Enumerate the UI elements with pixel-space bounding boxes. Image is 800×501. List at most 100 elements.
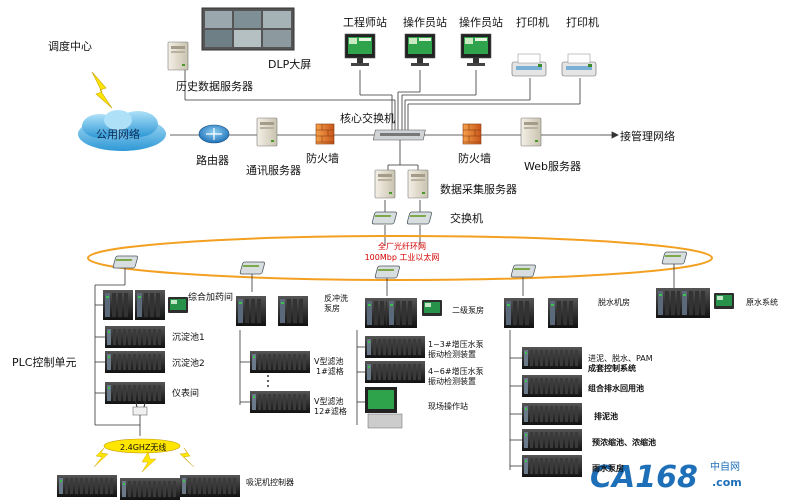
label-router: 路由器 xyxy=(196,154,229,167)
ring-switch-5-icon xyxy=(661,251,688,265)
fiber-ring xyxy=(87,235,713,281)
label-switch: 交换机 xyxy=(450,212,483,225)
plc-vfilter-1-icon xyxy=(250,351,310,373)
hmi-raw-water-icon xyxy=(714,293,734,309)
label-inflow-2: 成套控制系统 xyxy=(588,364,636,373)
switch-1-icon xyxy=(371,211,398,225)
label-vfilter-1b: 1#滤格 xyxy=(316,367,344,376)
field-station-icon xyxy=(365,387,403,429)
label-dlp-screen: DLP大屏 xyxy=(268,58,312,71)
label-pump-room-2: 二级泵房 xyxy=(452,306,484,315)
plc-sed-1-icon xyxy=(105,326,165,348)
label-sed-tank-1: 沉淀池1 xyxy=(172,333,205,343)
label-inflow-1: 进泥、脱水、PAM xyxy=(588,354,653,363)
suction-controller-3-icon xyxy=(180,475,240,497)
engineer-workstation-icon xyxy=(344,33,376,67)
switch-2-icon xyxy=(406,211,433,225)
label-operator-station-2: 操作员站 xyxy=(459,16,503,29)
label-dewatering-room: 脱水机房 xyxy=(598,298,630,307)
label-booster-1b: 振动检测装置 xyxy=(428,350,476,359)
label-booster-1a: 1~3#增压水泵 xyxy=(428,340,484,349)
label-plc-unit: PLC控制单元 xyxy=(12,356,77,369)
watermark-brand-cn: 中自网 xyxy=(710,460,740,473)
plc-pump2-2-icon xyxy=(387,298,417,328)
label-drain-pool: 组合排水回用池 xyxy=(588,384,644,393)
label-backwash-1: 反冲洗 xyxy=(324,294,348,303)
watermark-dotcom: .com xyxy=(712,476,742,489)
watermark-brand: CA168 xyxy=(590,460,698,495)
ca168-watermark: CA168 中自网 .com xyxy=(590,460,742,495)
plc-backwash-2-icon xyxy=(278,296,308,326)
plc-integrated-1-icon xyxy=(103,290,133,320)
wireless-badge xyxy=(103,438,181,454)
label-operator-station-1: 操作员站 xyxy=(403,16,447,29)
ring-switch-1-icon xyxy=(112,255,139,269)
plc-dewater-system-icon xyxy=(522,347,582,369)
hmi-pump2-icon xyxy=(422,300,442,316)
wireless-bolt-right-icon xyxy=(179,447,195,468)
vibration-detector-1-icon xyxy=(365,336,425,358)
label-vfilter-12b: 12#滤格 xyxy=(314,407,347,416)
web-server-icon xyxy=(520,117,542,147)
plc-dewater-2-icon xyxy=(548,298,578,328)
label-pre-thicken: 预浓缩池、浓缩池 xyxy=(592,438,656,447)
printer-1-icon xyxy=(511,53,547,77)
label-vfilter-1a: V型滤池 xyxy=(314,357,344,366)
firewall-right-icon xyxy=(462,123,482,145)
label-mgmt-network: 接管理网络 xyxy=(620,130,675,143)
label-public-network: 公用网络 xyxy=(96,128,140,141)
label-field-station: 现场操作站 xyxy=(428,402,468,411)
label-ring-line2: 100Mbp 工业以太网 xyxy=(364,253,440,262)
operator-workstation-2-icon xyxy=(460,33,492,67)
label-backwash-2: 泵房 xyxy=(324,304,340,313)
label-wireless: 2.4GHZ无线 xyxy=(120,443,167,452)
label-booster-2a: 4~6#增压水泵 xyxy=(428,367,484,376)
label-printer-1: 打印机 xyxy=(516,16,549,29)
ring-switch-3-icon xyxy=(374,265,401,279)
label-booster-2b: 振动检测装置 xyxy=(428,377,476,386)
label-core-switch: 核心交换机 xyxy=(340,112,395,125)
wireless-bolt-center-icon xyxy=(141,451,157,473)
operator-workstation-1-icon xyxy=(404,33,436,67)
top-network-links xyxy=(170,70,619,245)
label-web-server: Web服务器 xyxy=(524,160,581,173)
plc-sludge-pool-icon xyxy=(522,403,582,425)
vibration-detector-2-icon xyxy=(365,361,425,383)
plc-integrated-2-icon xyxy=(135,290,165,320)
plc-vfilter-12-icon xyxy=(250,391,310,413)
label-rain-room: 雨水泵房 xyxy=(592,464,624,473)
label-building-integrated: 综合加药间 xyxy=(188,293,234,303)
label-instrument-room: 仪表间 xyxy=(172,389,200,399)
plc-dewater-1-icon xyxy=(504,298,534,328)
plc-backwash-1-icon xyxy=(236,296,266,326)
label-ring-line1: 全厂光纤环网 xyxy=(378,242,426,251)
comm-server-icon xyxy=(256,117,278,147)
label-firewall-right: 防火墙 xyxy=(458,152,491,165)
core-switch-icon xyxy=(372,129,426,141)
label-vfilter-12a: V型滤池 xyxy=(314,397,344,406)
history-server-icon xyxy=(167,41,189,71)
plc-thicken-icon xyxy=(522,429,582,451)
label-data-acq-server: 数据采集服务器 xyxy=(440,183,517,196)
data-acq-server-2-icon xyxy=(407,169,429,199)
wireless-bolt-left-icon xyxy=(93,447,109,468)
plc-raw-water-2-icon xyxy=(680,288,710,318)
label-suction-control: 吸泥机控制器 xyxy=(246,478,294,487)
label-history-server: 历史数据服务器 xyxy=(176,80,253,93)
ring-switch-4-icon xyxy=(510,264,537,278)
bottom-network-links xyxy=(94,264,675,470)
lightning-icon xyxy=(91,71,113,109)
label-printer-2: 打印机 xyxy=(566,16,599,29)
suction-controller-2-icon xyxy=(120,478,180,500)
public-network-cloud xyxy=(78,110,166,151)
hmi-integrated-icon xyxy=(168,297,188,313)
suction-controller-1-icon xyxy=(57,475,117,497)
firewall-left-icon xyxy=(315,123,335,145)
label-sludge-pool: 排泥池 xyxy=(594,412,618,421)
data-acq-server-1-icon xyxy=(374,169,396,199)
label-sed-tank-2: 沉淀池2 xyxy=(172,359,205,369)
plc-drain-pool-icon xyxy=(522,375,582,397)
label-comm-server: 通讯服务器 xyxy=(246,164,301,177)
